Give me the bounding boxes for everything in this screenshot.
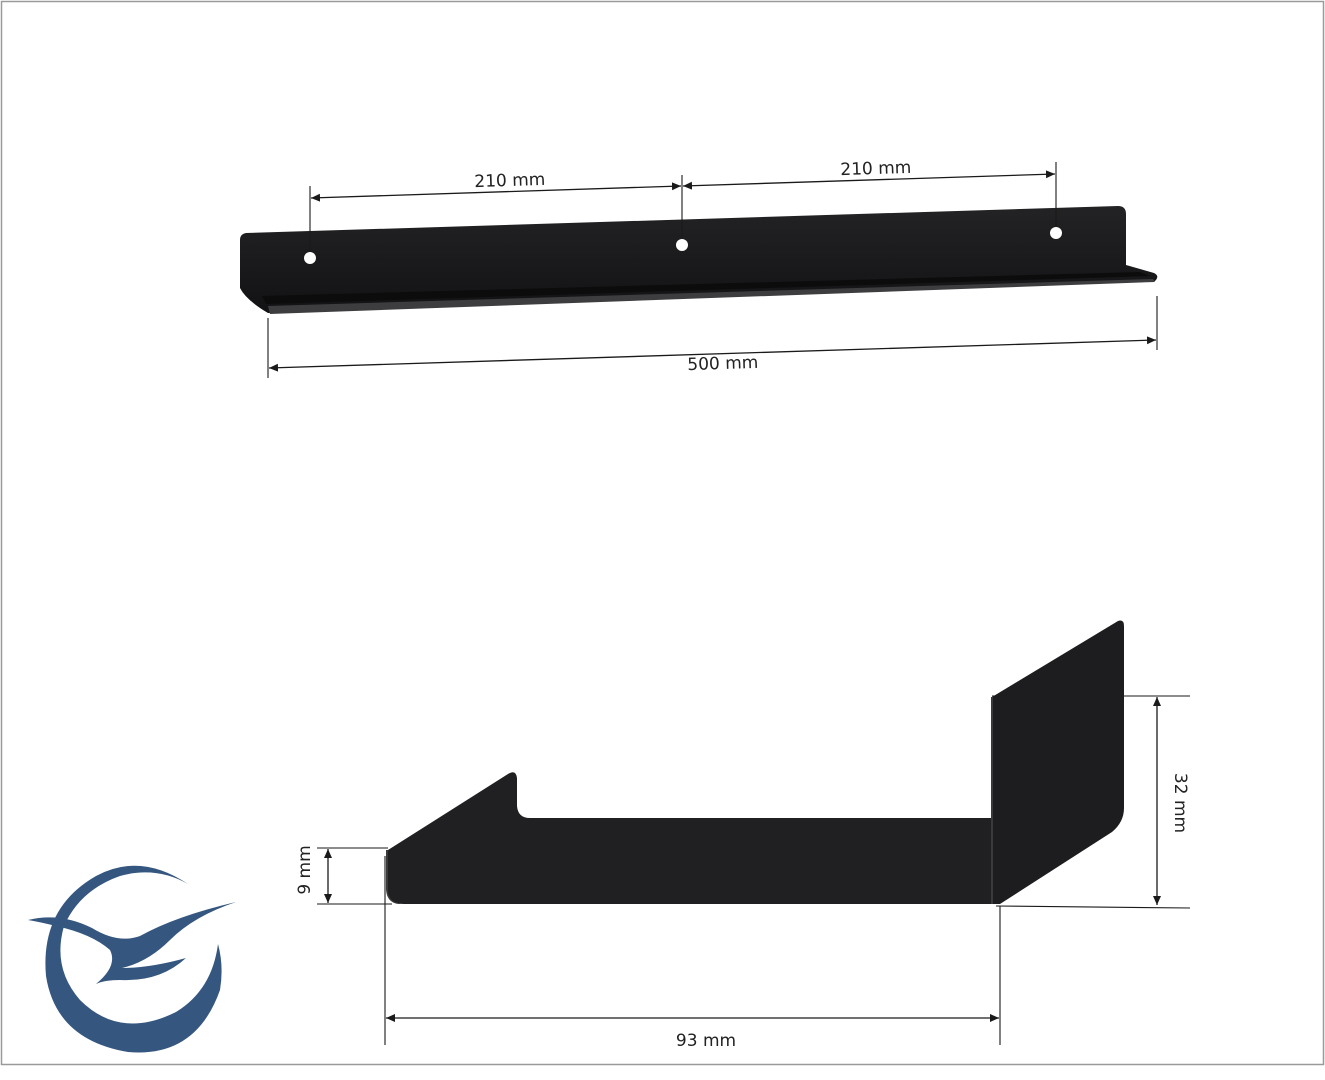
mounting-hole-center xyxy=(676,239,688,251)
shelf-front-view xyxy=(240,206,1158,314)
back-height-label: 32 mm xyxy=(1170,773,1190,833)
depth-label: 93 mm xyxy=(676,1031,736,1051)
side-dimensions: 9 mm 32 mm 93 mm xyxy=(295,695,1191,1051)
shelf-front-lip xyxy=(268,279,1155,314)
spacing-left-label: 210 mm xyxy=(474,170,546,192)
lip-height-label: 9 mm xyxy=(295,845,315,894)
shelf-side-view xyxy=(386,620,1124,904)
total-length-label: 500 mm xyxy=(687,353,759,375)
mounting-hole-left xyxy=(304,252,316,264)
spacing-right-label: 210 mm xyxy=(840,158,912,180)
mounting-hole-right xyxy=(1050,227,1062,239)
shelf-bottom-tray xyxy=(386,772,992,904)
shelf-front-lip-side xyxy=(386,850,404,904)
bird-over-wave-logo-icon xyxy=(28,865,236,1053)
shelf-back-wall xyxy=(992,620,1124,904)
shelf-lip-shadow xyxy=(262,272,1150,304)
top-dimensions: 210 mm 210 mm 500 mm xyxy=(267,158,1158,378)
